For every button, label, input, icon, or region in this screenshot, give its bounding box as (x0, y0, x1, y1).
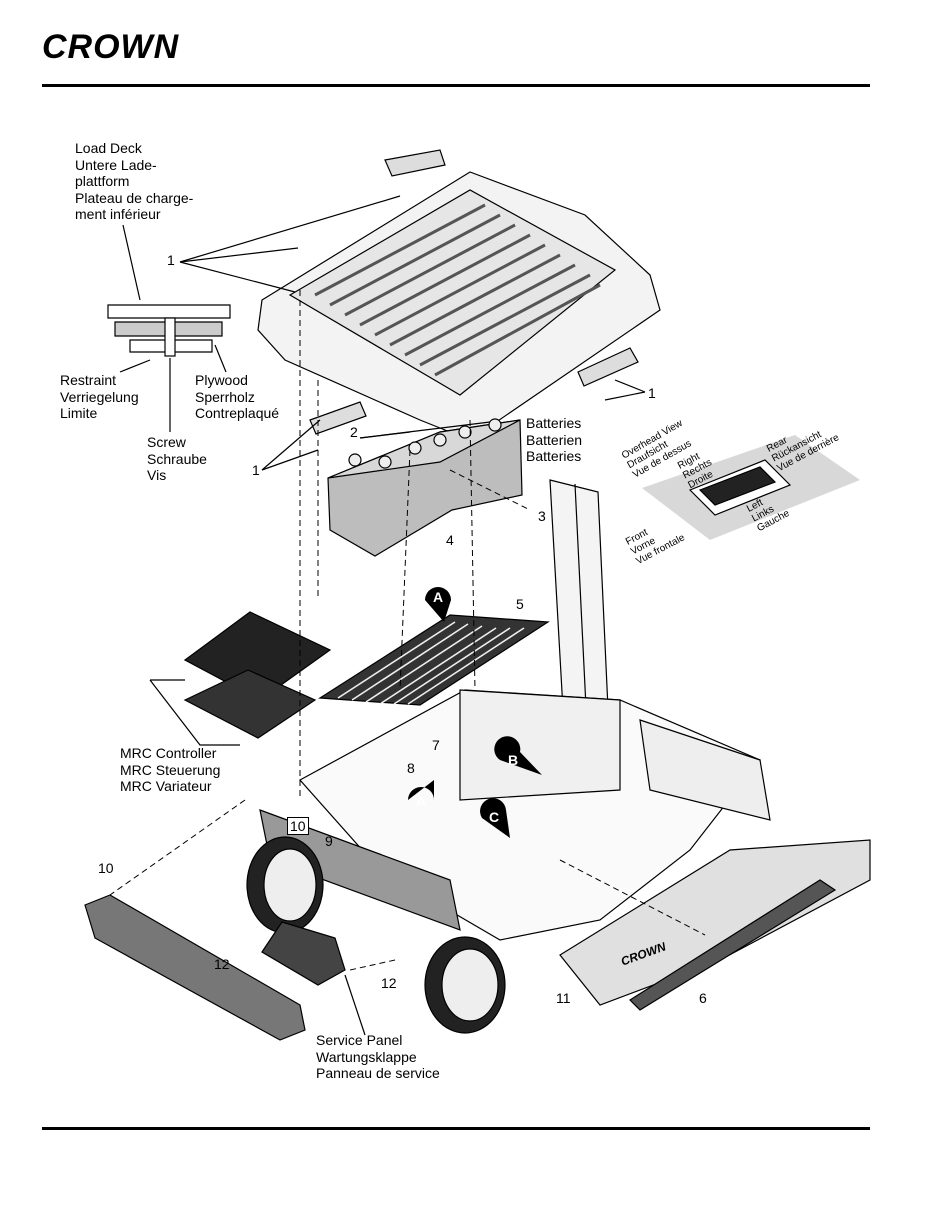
batteries-label-fr: Batteries (526, 448, 582, 464)
side-bumper (629, 879, 837, 1011)
item-number-7: 7 (432, 737, 440, 753)
item-number-8: 8 (407, 760, 415, 776)
header-rule (42, 84, 870, 87)
restraint-bracket-top (384, 149, 446, 177)
plywood-label-fr: Contreplaqué (195, 405, 280, 421)
flag-c-label: C (489, 809, 500, 825)
item-number-2: 2 (350, 424, 358, 440)
flag-c-shape (480, 798, 510, 838)
screw-label-fr: Vis (147, 467, 167, 483)
service-panel (261, 921, 346, 986)
service-panel-label-fr: Panneau de service (316, 1065, 440, 1081)
load-deck-label-de-2: plattform (75, 173, 130, 189)
flag-b-label: B (508, 752, 519, 768)
item-number-5: 5 (516, 596, 524, 612)
flag-a2-label: A (416, 793, 427, 809)
controller-label-fr: MRC Variateur (120, 778, 212, 794)
item-number-12-left: 12 (214, 956, 230, 972)
controller-label-en: MRC Controller (120, 745, 217, 761)
load-deck-callout: Load Deck Untere Lade- plattform Plateau… (75, 140, 193, 223)
flag-a1-label: A (433, 589, 444, 605)
load-deck-label-fr-1: Plateau de charge- (75, 189, 194, 206)
battery-tray (318, 614, 550, 706)
service-panel-callout: Service Panel Wartungsklappe Panneau de … (316, 1032, 440, 1082)
cross-section-detail (107, 304, 231, 319)
item-number-1-deck: 1 (167, 252, 175, 268)
item-number-10-box: 10 (287, 817, 309, 835)
flag-b-shape (494, 736, 542, 775)
controller-label-de: MRC Steuerung (120, 761, 221, 778)
load-deck-label-de-1: Untere Lade- (75, 156, 157, 173)
flag-markers (408, 587, 542, 838)
item-number-1-left: 1 (252, 462, 260, 478)
load-deck-label-fr-2: ment inférieur (75, 206, 161, 222)
restraint-callout: Restraint Verriegelung Limite (60, 372, 139, 422)
crown-logo: CROWN (42, 28, 180, 66)
flag-a2-shape (408, 780, 434, 800)
service-panel-label-de: Wartungsklappe (316, 1048, 417, 1065)
item-number-4: 4 (446, 532, 454, 548)
side-trim-panel (559, 839, 871, 1006)
footer-rule (42, 1127, 870, 1130)
batteries-label-de: Batterien (526, 431, 583, 448)
item-number-9: 9 (325, 833, 333, 849)
item-number-11: 11 (556, 990, 571, 1006)
restraint-label-fr: Limite (60, 405, 98, 421)
screw-callout: Screw Schraube Vis (147, 434, 207, 484)
plywood-label-de: Sperrholz (195, 388, 255, 405)
restraint-bracket-left (309, 401, 367, 435)
flag-a1-shape (425, 587, 451, 622)
batteries-label-en: Batteries (526, 415, 582, 431)
screw-label-en: Screw (147, 434, 186, 450)
item-number-3: 3 (538, 508, 546, 524)
batteries-callout: Batteries Batterien Batteries (526, 415, 582, 465)
item-number-1-right: 1 (648, 385, 656, 401)
item-number-10-bumper: 10 (98, 860, 114, 876)
plywood-label-en: Plywood (195, 372, 248, 388)
restraint-label-de: Verriegelung (60, 388, 139, 405)
item-number-12-right: 12 (381, 975, 397, 991)
restraint-bracket-right (577, 347, 639, 387)
plywood-callout: Plywood Sperrholz Contreplaqué (195, 372, 279, 422)
controller-callout: MRC Controller MRC Steuerung MRC Variate… (120, 745, 220, 795)
load-deck-label-en: Load Deck (75, 140, 142, 156)
item-number-6: 6 (699, 990, 707, 1006)
screw-label-de: Schraube (147, 450, 207, 467)
service-panel-label-en: Service Panel (316, 1032, 403, 1048)
restraint-label-en: Restraint (60, 372, 117, 388)
